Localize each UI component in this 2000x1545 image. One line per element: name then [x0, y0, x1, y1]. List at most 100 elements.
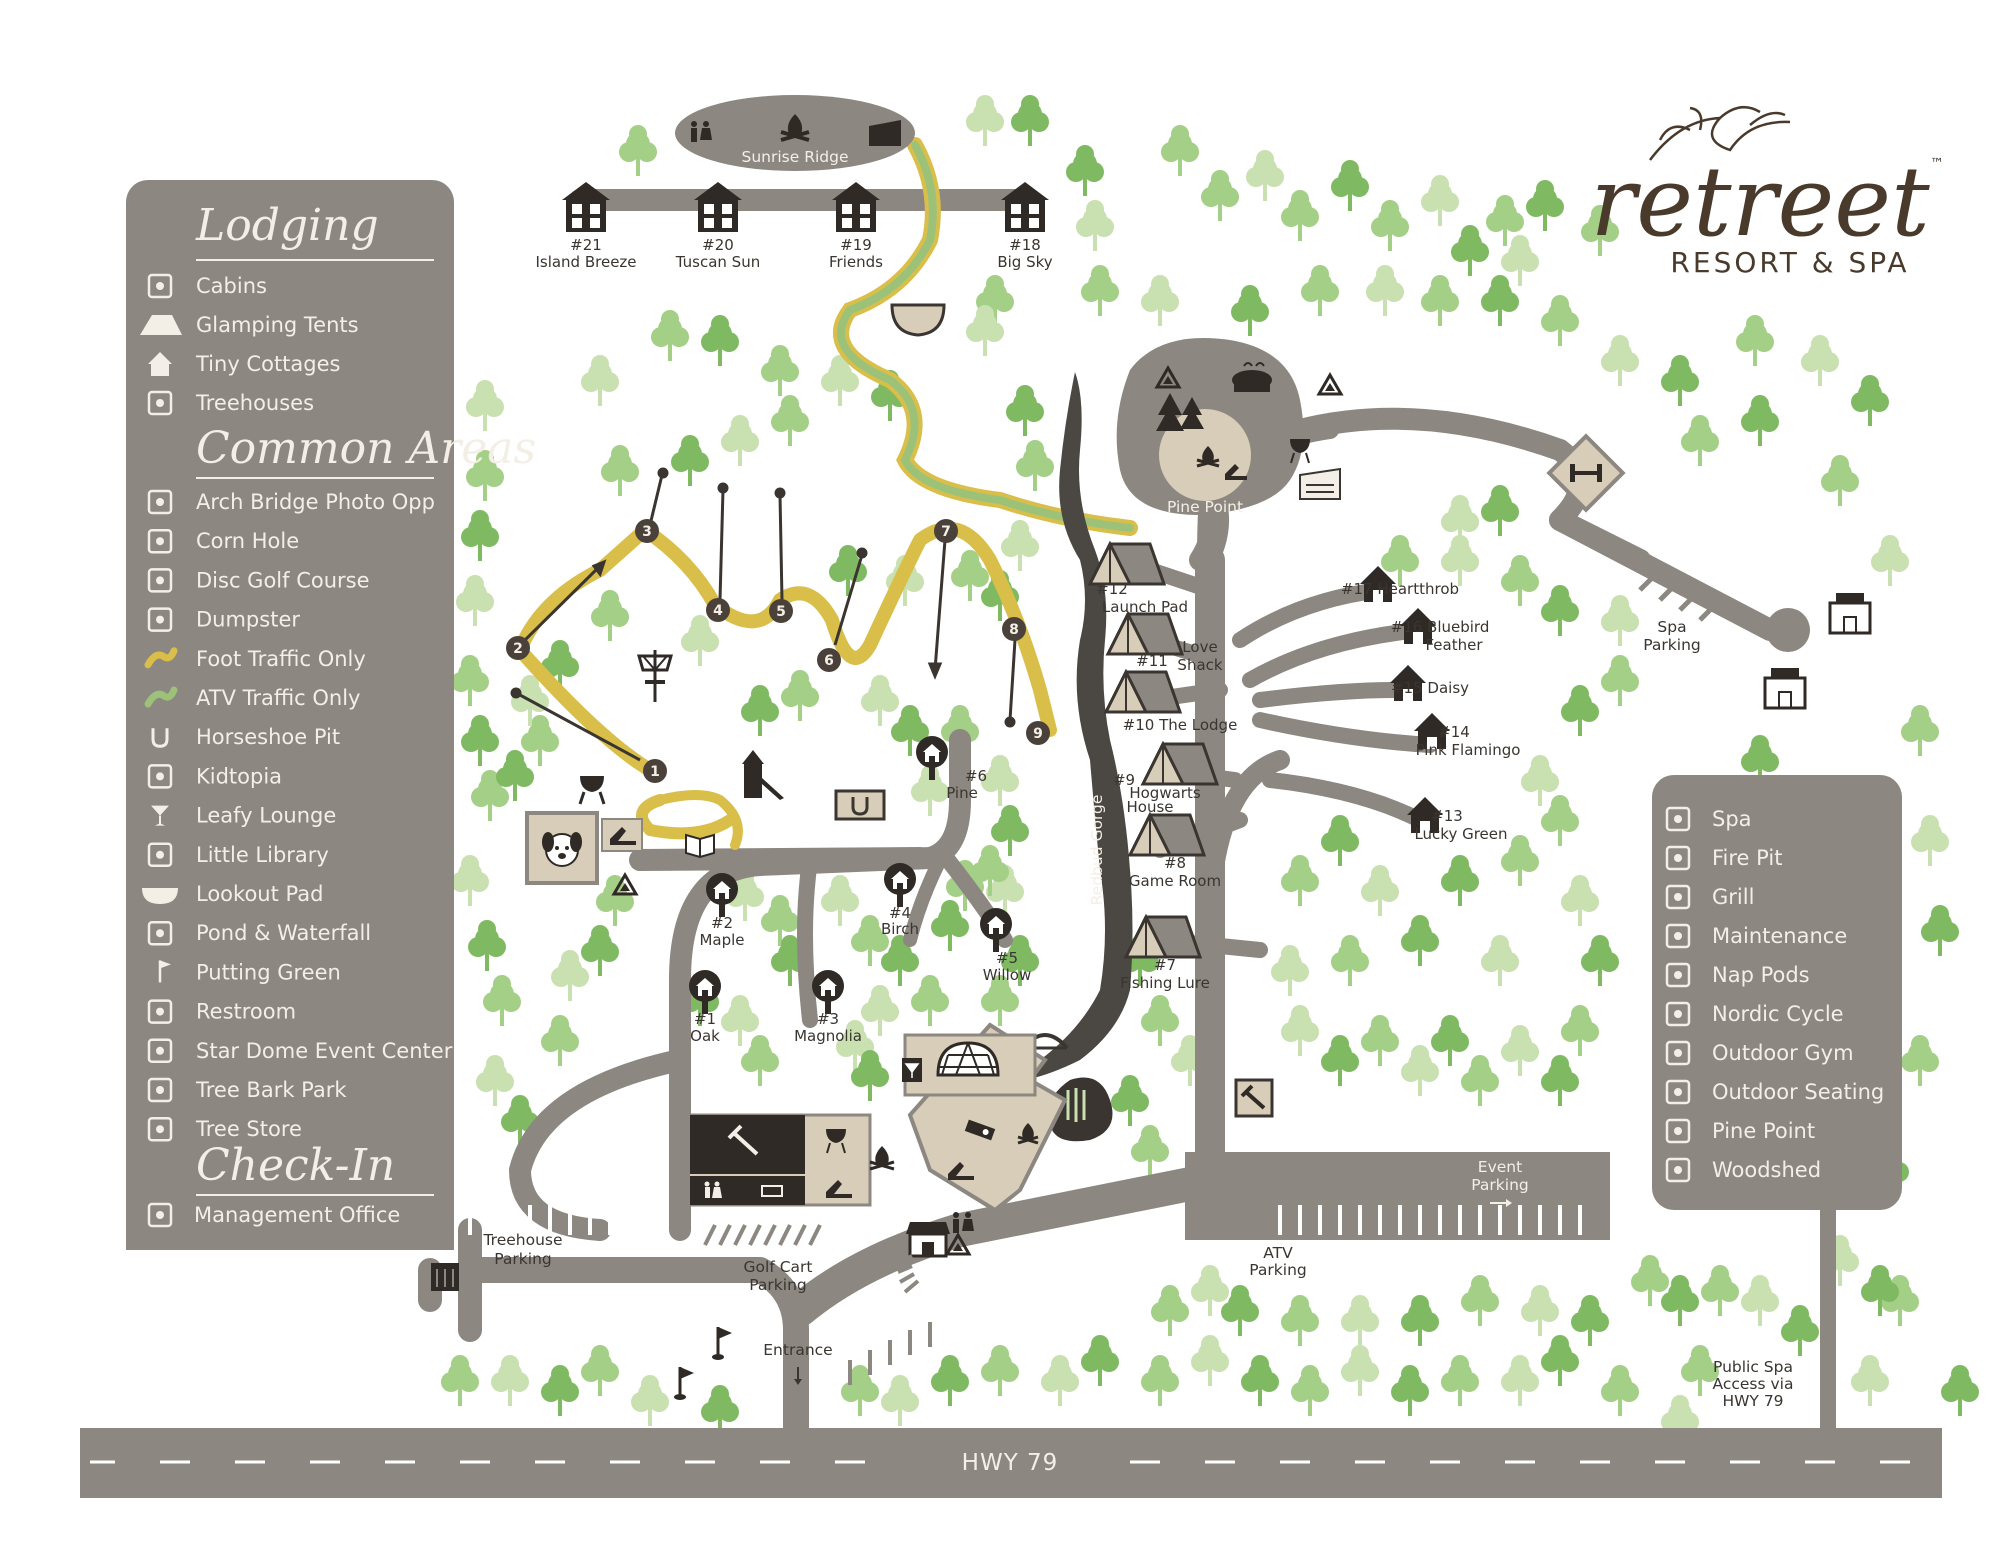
spa-icon[interactable]	[1763, 668, 1807, 710]
little-library-icon[interactable]	[685, 833, 715, 859]
tree-icon	[1901, 1035, 1939, 1086]
tree-icon	[1851, 1355, 1889, 1406]
putting-green-flag-icon[interactable]	[712, 1327, 732, 1360]
tent-icon	[1141, 742, 1219, 786]
legend-label: Lookout Pad	[196, 882, 323, 906]
legend-item-pine-trees: Pine Point	[1665, 1118, 1815, 1144]
legend-label: Corn Hole	[196, 529, 299, 553]
tree-icon	[861, 675, 899, 726]
tree-store-icon[interactable]	[906, 1222, 950, 1258]
horseshoe-pit[interactable]	[834, 789, 886, 821]
tree-icon	[1601, 335, 1639, 386]
pond-waterfall-icon[interactable]	[1048, 1077, 1113, 1142]
glamping-tent-10[interactable]: #10 The Lodge	[1104, 670, 1237, 734]
public-spa-label-3: HWY 79	[1722, 1392, 1783, 1410]
outdoor-gym-icon[interactable]	[1546, 433, 1626, 513]
cottage-label-2: Feather	[1425, 636, 1483, 654]
office-desk-icon	[761, 1185, 783, 1197]
disc-golf-basket-icon[interactable]	[637, 650, 673, 702]
spa-icon	[1665, 806, 1691, 832]
tree-icon	[1431, 1015, 1469, 1066]
legend-label: Nap Pods	[1712, 963, 1810, 987]
legend-label: Kidtopia	[196, 764, 282, 788]
tree-icon	[1481, 275, 1519, 326]
disc-golf-hole-5[interactable]: 5	[769, 599, 793, 623]
tree-icon	[1661, 355, 1699, 406]
disc-golf-hole-9[interactable]: 9	[1026, 721, 1050, 745]
tree-icon	[1281, 1005, 1319, 1056]
foot-traffic-icon	[144, 647, 178, 669]
maintenance-icon[interactable]	[1234, 1078, 1274, 1118]
pine-trees-icon	[1156, 393, 1204, 431]
disc-golf-hole-6[interactable]: 6	[817, 648, 841, 672]
event-parking-label: Event	[1478, 1158, 1522, 1176]
cottage-label: #16 Bluebird	[1391, 618, 1490, 636]
disc-golf-hole-7[interactable]: 7	[934, 519, 958, 543]
star-dome-event-center[interactable]	[902, 1022, 1068, 1233]
tree-icon	[1271, 945, 1309, 996]
tree-icon	[1801, 335, 1839, 386]
tree-icon	[1301, 265, 1339, 316]
tree-icon	[1066, 145, 1104, 196]
tent-label-3: House	[1126, 798, 1173, 816]
tree-bark-park[interactable]	[525, 811, 599, 885]
dog-icon	[542, 832, 582, 867]
management-office-block[interactable]	[688, 1113, 872, 1207]
lookout-pad-icon[interactable]	[890, 303, 946, 337]
spa-parking-label: Spa	[1657, 618, 1686, 636]
tree-icon	[1501, 1355, 1539, 1406]
golf-cart-parking-label-2: Parking	[749, 1276, 806, 1294]
tree-icon	[966, 305, 1004, 356]
kidtopia-icon[interactable]	[742, 750, 784, 800]
dome-icon	[147, 1038, 173, 1064]
disc-golf-hole-2[interactable]: 2	[506, 636, 530, 660]
tree-icon	[1361, 865, 1399, 916]
putting-green-flag-icon[interactable]	[674, 1367, 694, 1400]
logo-trademark: ™	[1930, 156, 1944, 172]
tree-icon	[1541, 585, 1579, 636]
tent-label-2: Launch Pad	[1102, 598, 1188, 616]
disc-golf-hole-4[interactable]: 4	[706, 598, 730, 622]
disc-golf-hole-3[interactable]: 3	[635, 519, 659, 543]
pine-point-label: Pine Point	[1167, 498, 1243, 516]
legend-label: Pond & Waterfall	[196, 921, 371, 945]
tent-label-1: #12	[1096, 580, 1128, 598]
tree-icon	[741, 1035, 779, 1086]
spa-icon[interactable]	[1828, 593, 1872, 635]
legend-item-dome: Star Dome Event Center	[147, 1038, 453, 1064]
legend-item-arch-bridge: Arch Bridge Photo Opp	[147, 489, 435, 515]
tree-icon	[966, 95, 1004, 146]
disc-golf-hole-1[interactable]: 1	[643, 759, 667, 783]
book-icon	[147, 842, 173, 868]
hole-number: 9	[1033, 726, 1043, 742]
legend-label: Horseshoe Pit	[196, 725, 340, 749]
arch-bridge-icon	[147, 489, 173, 515]
legend-label: Tree Store	[195, 1117, 302, 1141]
tiny-cottage-15[interactable]: #15 Daisy	[1390, 665, 1469, 701]
nordic-cycle-icon	[1665, 1001, 1691, 1027]
disc-golf-hole-8[interactable]: 8	[1002, 617, 1026, 641]
tiny-cottage-17[interactable]: #17 Heartthrob	[1341, 566, 1459, 602]
disc-golf-holes: 1 2 3 4 5 6 7 8 9	[506, 519, 1050, 783]
cabin-name: Big Sky	[997, 253, 1052, 271]
treehouse-icon	[916, 736, 948, 780]
